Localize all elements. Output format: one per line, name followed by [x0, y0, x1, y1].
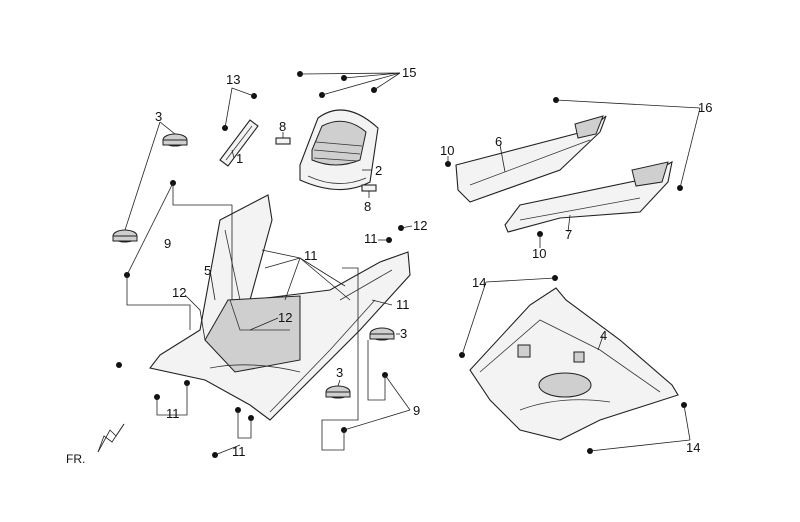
callout-13: 13	[226, 72, 240, 87]
callout-5: 5	[204, 263, 211, 278]
callout-10-bottom: 10	[532, 246, 546, 261]
callout-8-lower: 8	[364, 199, 371, 214]
part-4-under-cover	[469, 287, 679, 441]
callout-3-right: 3	[400, 326, 407, 341]
part-3-grommet-bottom	[325, 385, 351, 399]
front-arrow-icon	[97, 423, 125, 453]
callout-11-right-top: 11	[364, 231, 378, 246]
part-8-clip-lower	[361, 184, 377, 192]
callout-10-top: 10	[440, 143, 454, 158]
part-7-lower-side-cover	[504, 160, 673, 233]
part-8-clip-upper	[275, 137, 291, 145]
callout-14-bottom: 14	[686, 440, 700, 455]
callout-12-left: 12	[172, 285, 186, 300]
part-3-grommet-left	[112, 229, 138, 243]
callout-11-right-mid: 11	[396, 297, 410, 312]
leader-lines	[124, 72, 701, 456]
callout-3-top: 3	[155, 109, 162, 124]
callout-12-mid: 12	[278, 310, 292, 325]
callout-2: 2	[375, 163, 382, 178]
part-6-upper-side-cover	[455, 115, 607, 203]
callout-11-upper: 11	[304, 248, 318, 263]
callout-4: 4	[600, 328, 607, 343]
part-2-center-cover	[299, 109, 379, 191]
callout-12-right: 12	[413, 218, 427, 233]
part-3-grommet-top	[162, 133, 188, 147]
callout-15: 15	[402, 65, 416, 80]
callout-16: 16	[698, 100, 712, 115]
callout-14-top: 14	[472, 275, 486, 290]
callout-3-bottom: 3	[336, 365, 343, 380]
callout-6: 6	[495, 134, 502, 149]
callout-8-upper: 8	[279, 119, 286, 134]
callout-labels: 1 2 3 3 3 4 5 6 7 8 8 9 9 10 10 11 11 11…	[155, 65, 712, 459]
callout-7: 7	[565, 227, 572, 242]
callout-9-left: 9	[164, 236, 171, 251]
callout-9-right: 9	[413, 403, 420, 418]
part-5-floor-panel	[149, 194, 411, 421]
callout-1: 1	[236, 151, 243, 166]
part-3-grommet-right	[369, 327, 395, 341]
callout-11-bottom-left: 11	[166, 406, 180, 421]
part-1-strip	[219, 119, 259, 167]
front-marker: FR.	[66, 452, 85, 466]
callout-11-bottom: 11	[232, 444, 246, 459]
